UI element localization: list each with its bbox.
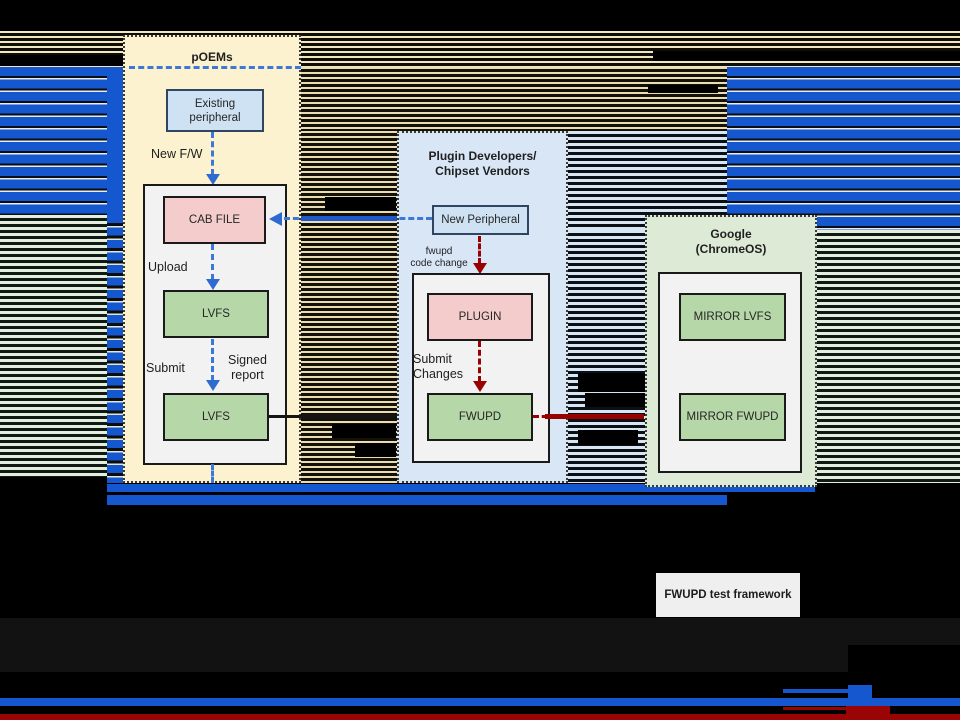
fwupd-test-framework-box: FWUPD test framework	[656, 573, 800, 617]
glitch-band-blue-scanlines-gap	[568, 230, 645, 483]
signed-report-label: Signed report	[228, 353, 267, 383]
lvfs-lower-box: LVFS	[163, 393, 269, 441]
glitch-band-right-blue-stripes	[727, 67, 960, 230]
arrow-submit-head	[206, 380, 220, 391]
arrow-submit-changes-line	[478, 341, 481, 382]
glitch-black-block-5	[585, 393, 645, 407]
arrow-newfw-line	[211, 132, 214, 175]
lvfs-lower-label: LVFS	[202, 411, 230, 423]
glitch-black-row-left	[0, 55, 123, 66]
arrow-upload-head	[206, 279, 220, 290]
plugin-box: PLUGIN	[427, 293, 533, 341]
arrow-newperipheral-to-cab-solid-segment	[301, 216, 397, 221]
fwupd-code-change-line1: fwupd	[425, 246, 453, 257]
submit-changes-line2: Changes	[413, 367, 464, 381]
glitch-band-green-scanlines-right	[817, 230, 960, 483]
glitch-black-block-4	[578, 373, 645, 392]
glitch-red-block	[846, 706, 890, 716]
cab-file-box: CAB FILE	[163, 196, 266, 244]
google-panel-title-line2: (ChromeOS)	[695, 242, 767, 256]
arrow-codechange-line	[478, 236, 481, 264]
glitch-black-chunk-top-right	[653, 51, 960, 61]
mirror-lvfs-label: MIRROR LVFS	[693, 311, 772, 323]
glitch-black-chunk-2	[648, 85, 718, 93]
glitch-blue-bottom-bar	[0, 698, 960, 706]
poems-panel-title: pOEMs	[191, 50, 233, 64]
mirror-fwupd-label: MIRROR FWUPD	[686, 411, 779, 423]
glitch-band-left-blue-stripes	[0, 67, 107, 215]
glitch-red-thin-line	[783, 707, 846, 710]
glitch-red-bottom-bar	[0, 714, 960, 720]
glitch-band-tan-scanlines-upper	[301, 67, 727, 131]
upload-label: Upload	[148, 260, 188, 274]
signed-report-line2: report	[231, 368, 264, 382]
lvfs-upper-label: LVFS	[202, 308, 230, 320]
google-panel-title: Google (ChromeOS)	[647, 227, 815, 257]
new-fw-label: New F/W	[151, 147, 203, 161]
glitch-black-block-2	[332, 424, 396, 438]
plugin-box-label: PLUGIN	[458, 311, 502, 323]
arrow-upload-line	[211, 244, 214, 280]
glitch-blue-column-lower	[107, 215, 123, 483]
existing-peripheral-label-line1: Existing	[194, 97, 236, 110]
existing-peripheral-box: Existing peripheral	[166, 89, 264, 132]
arrow-codechange-head	[473, 263, 487, 274]
arrow-fwupd-to-mirror-solid-segment	[545, 414, 644, 419]
new-peripheral-label: New Peripheral	[441, 214, 520, 226]
mirror-fwupd-box: MIRROR FWUPD	[679, 393, 786, 441]
arrow-newperipheral-to-cab-head	[269, 212, 282, 226]
existing-peripheral-label-line2: peripheral	[189, 111, 241, 124]
glitch-black-block-1	[325, 197, 396, 211]
poems-dashed-divider	[129, 66, 301, 69]
glitch-band-green-scanlines-left	[0, 215, 107, 477]
submit-label: Submit	[146, 361, 185, 375]
plugin-panel-title-line2: Chipset Vendors	[435, 164, 530, 178]
signed-report-line1: Signed	[228, 353, 267, 367]
dashed-tail-line	[211, 464, 214, 483]
glitch-charcoal-band	[0, 618, 960, 672]
submit-changes-label: Submit Changes	[413, 352, 469, 382]
arrow-submit-line	[211, 339, 214, 381]
glitch-blue-bar-1	[107, 484, 815, 492]
glitch-blue-column	[107, 67, 123, 215]
fwupd-code-change-line2: code change	[410, 258, 468, 269]
glitch-band-blue-scanlines-upper	[568, 131, 727, 230]
arrow-lvfs-to-fwupd-line	[269, 415, 417, 418]
fwupd-code-change-label: fwupd code change	[408, 246, 470, 270]
glitch-blue-thin-line	[783, 689, 848, 693]
plugin-panel-title-line1: Plugin Developers/	[428, 149, 537, 163]
fwupd-box-label: FWUPD	[458, 411, 502, 423]
glitch-black-block-6	[578, 430, 638, 445]
lvfs-upper-box: LVFS	[163, 290, 269, 338]
glitch-blue-bar-2	[107, 495, 727, 505]
arrow-newfw-head	[206, 174, 220, 185]
mirror-lvfs-box: MIRROR LVFS	[679, 293, 786, 341]
glitch-black-block-3	[355, 443, 396, 457]
submit-changes-line1: Submit	[413, 352, 452, 366]
plugin-panel-title: Plugin Developers/ Chipset Vendors	[399, 149, 566, 179]
fwupd-test-framework-label: FWUPD test framework	[664, 589, 792, 601]
fwupd-box: FWUPD	[427, 393, 533, 441]
google-panel-title-line1: Google	[710, 227, 752, 241]
arrow-submit-changes-head	[473, 381, 487, 392]
new-peripheral-box: New Peripheral	[432, 205, 529, 235]
cab-file-label: CAB FILE	[188, 214, 241, 226]
